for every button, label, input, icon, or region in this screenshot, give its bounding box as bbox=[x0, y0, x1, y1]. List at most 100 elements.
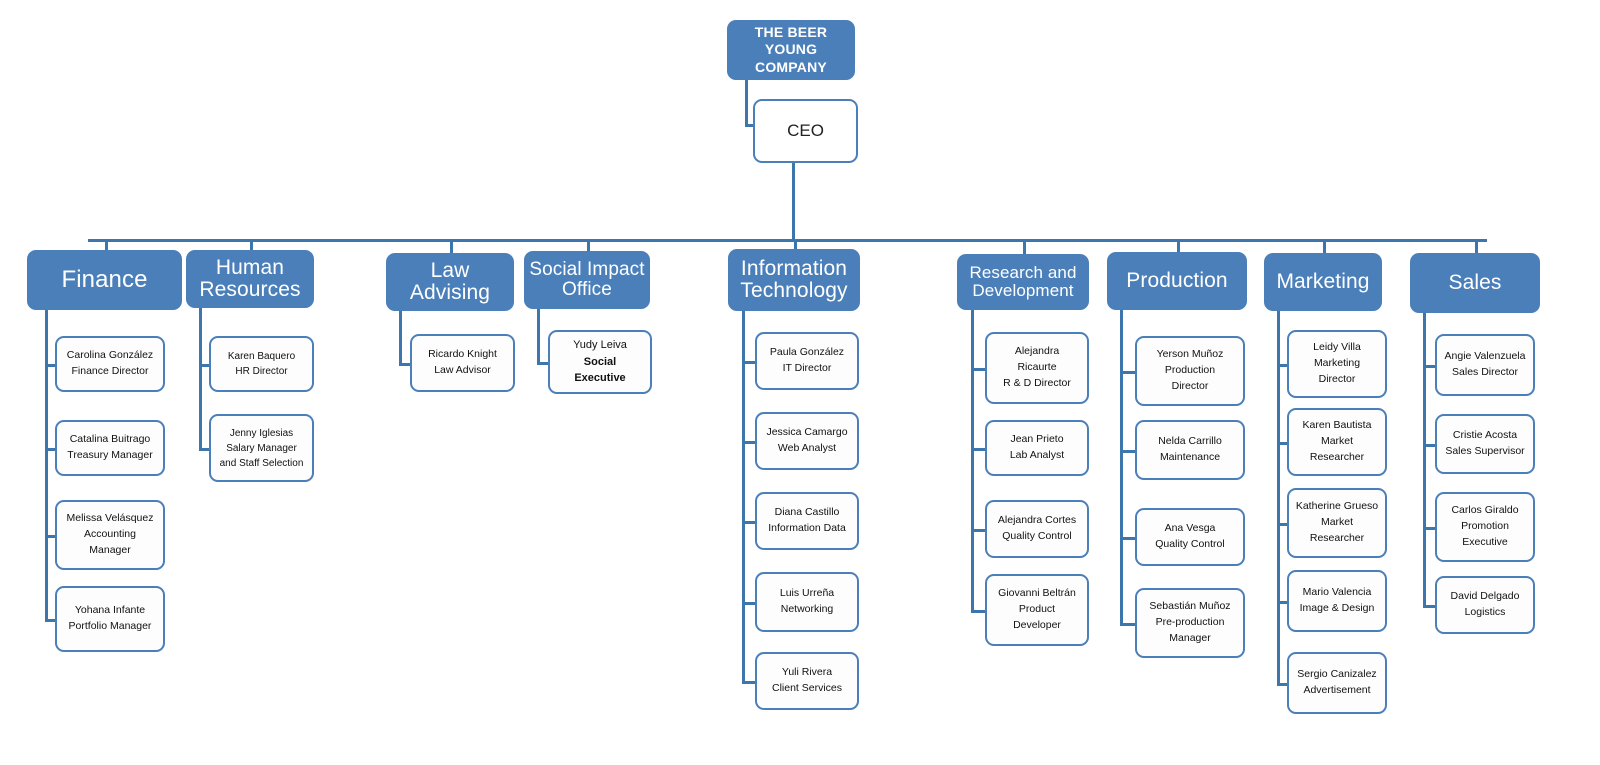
child-box-production-3-line: Pre-production bbox=[1155, 616, 1225, 629]
child-box-production-3-line: Manager bbox=[1169, 631, 1211, 644]
child-connector-production-0 bbox=[1120, 371, 1135, 374]
dept-header-production[interactable]: Production bbox=[1107, 252, 1247, 310]
child-box-research-and-development-1-line: Jean Prieto bbox=[1010, 433, 1064, 446]
dept-stub-research-and-development bbox=[1023, 239, 1026, 254]
child-box-marketing-2-line: Researcher bbox=[1309, 531, 1365, 544]
child-connector-research-and-development-0 bbox=[971, 368, 985, 371]
dept-stub-law-advising bbox=[450, 239, 453, 253]
ceo-box[interactable]: CEO bbox=[753, 99, 858, 163]
child-connector-sales-2 bbox=[1423, 527, 1435, 530]
child-connector-information-technology-2 bbox=[742, 521, 755, 524]
root-to-ceo-vertical bbox=[745, 80, 748, 127]
dept-header-sales[interactable]: Sales bbox=[1410, 253, 1540, 313]
child-connector-marketing-3 bbox=[1277, 601, 1287, 604]
child-box-information-technology-3-line: Networking bbox=[780, 603, 834, 615]
dept-stub-production bbox=[1177, 239, 1180, 252]
child-connector-production-1 bbox=[1120, 450, 1135, 453]
child-box-information-technology-1-line: Jessica Camargo bbox=[766, 426, 848, 439]
dept-header-law-advising-line: Law bbox=[430, 258, 470, 282]
child-box-sales-2-line: Executive bbox=[1462, 535, 1508, 548]
child-connector-production-2 bbox=[1120, 537, 1135, 540]
child-connector-production-3 bbox=[1120, 623, 1135, 626]
dept-header-finance[interactable]: Finance bbox=[27, 250, 182, 310]
child-box-production-1-line: Maintenance bbox=[1159, 451, 1221, 463]
child-box-finance-0-line: Carolina González bbox=[66, 349, 154, 362]
child-connector-information-technology-0 bbox=[742, 361, 755, 364]
dept-stub-finance bbox=[105, 239, 108, 250]
child-box-production-0-line: Director bbox=[1171, 379, 1209, 392]
child-box-sales-3-line: Logistics bbox=[1464, 606, 1506, 618]
child-connector-law-advising-0 bbox=[399, 363, 410, 366]
child-box-sales-0-line: Angie Valenzuela bbox=[1444, 350, 1526, 363]
child-connector-finance-1 bbox=[45, 448, 55, 451]
child-box-human-resources-1-line: Jenny Iglesias bbox=[229, 427, 294, 439]
dept-header-marketing[interactable]: Marketing bbox=[1264, 253, 1382, 311]
child-box-social-impact-office-0-line: Social bbox=[583, 355, 617, 368]
child-connector-marketing-4 bbox=[1277, 683, 1287, 686]
child-box-law-advising-0-line: Ricardo Knight bbox=[428, 348, 497, 361]
child-connector-sales-3 bbox=[1423, 605, 1435, 608]
child-connector-social-impact-office-0 bbox=[537, 362, 548, 365]
child-box-marketing-4-line: Sergio Canizalez bbox=[1297, 668, 1377, 681]
child-connector-finance-3 bbox=[45, 619, 55, 622]
dept-header-social-impact-office-line: Office bbox=[562, 279, 612, 300]
child-box-marketing-2-line: Katherine Grueso bbox=[1295, 500, 1379, 513]
child-connector-sales-1 bbox=[1423, 444, 1435, 447]
child-connector-research-and-development-1 bbox=[971, 448, 985, 451]
dept-stub-marketing bbox=[1323, 239, 1326, 253]
child-box-production-1-line: Nelda Carrillo bbox=[1158, 435, 1222, 448]
child-connector-finance-2 bbox=[45, 535, 55, 538]
root-company-box-line: THE BEER bbox=[754, 24, 828, 41]
child-box-marketing-0-line: Director bbox=[1318, 372, 1356, 385]
dept-spine-production bbox=[1120, 310, 1123, 626]
dept-spine-social-impact-office bbox=[537, 309, 540, 365]
child-box-research-and-development-0-line: Alejandra bbox=[1014, 345, 1060, 358]
child-box-human-resources-1-line: and Staff Selection bbox=[219, 457, 304, 469]
child-box-marketing-2-line: Market bbox=[1320, 516, 1354, 529]
dept-spine-law-advising bbox=[399, 311, 402, 366]
child-box-research-and-development-2-line: Alejandra Cortes bbox=[997, 514, 1077, 527]
department-bus-horizontal bbox=[88, 239, 1487, 242]
child-connector-information-technology-1 bbox=[742, 441, 755, 444]
child-box-information-technology-4-line: Yuli Rivera bbox=[781, 666, 833, 679]
child-box-production-0-line: Production bbox=[1164, 364, 1216, 377]
root-company-box-line: YOUNG bbox=[764, 41, 818, 58]
child-box-research-and-development-3-line: Giovanni Beltrán bbox=[998, 587, 1076, 600]
